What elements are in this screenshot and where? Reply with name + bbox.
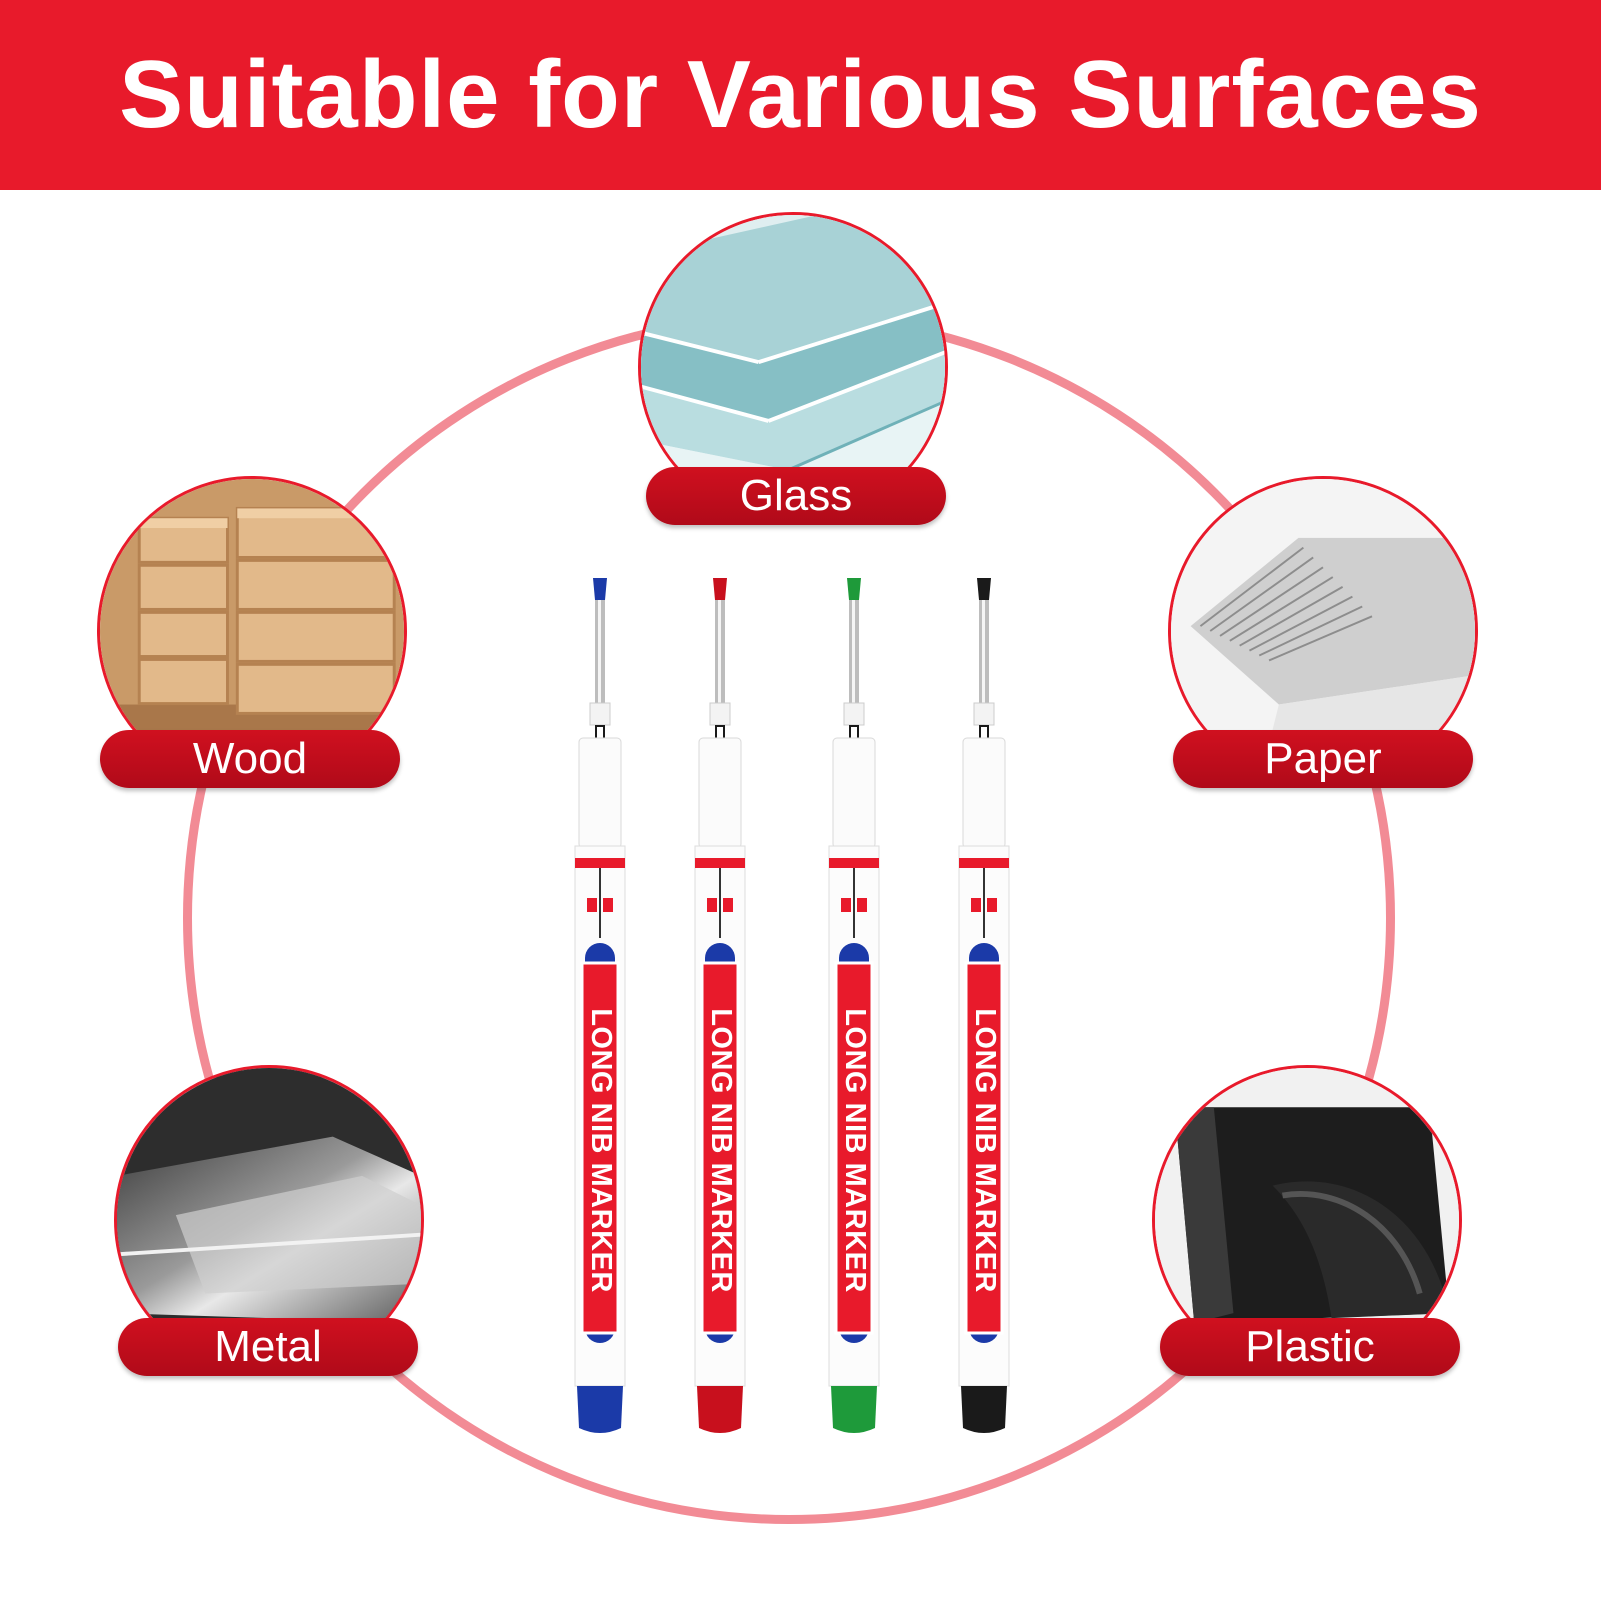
paper-label: Paper xyxy=(1264,734,1382,783)
marker-black-label: LONG NIB MARKER xyxy=(968,1008,1001,1293)
metal-label: Metal xyxy=(214,1322,322,1371)
page-title: Suitable for Various Surfaces xyxy=(119,41,1482,148)
marker-red: LONG NIB MARKER xyxy=(685,578,755,1448)
metal-label-pill: Metal xyxy=(118,1318,418,1376)
plastic-label: Plastic xyxy=(1245,1322,1375,1371)
glass-label-pill: Glass xyxy=(646,467,946,525)
marker-red-label: LONG NIB MARKER xyxy=(704,1008,737,1293)
title-banner: Suitable for Various Surfaces xyxy=(0,0,1601,190)
plastic-label-pill: Plastic xyxy=(1160,1318,1460,1376)
glass-label: Glass xyxy=(739,471,853,520)
marker-black: LONG NIB MARKER xyxy=(949,578,1019,1448)
wood-label-pill: Wood xyxy=(100,730,400,788)
marker-blue-label: LONG NIB MARKER xyxy=(584,1008,617,1293)
wood-label: Wood xyxy=(192,734,308,783)
marker-blue: LONG NIB MARKER xyxy=(565,578,635,1448)
paper-label-pill: Paper xyxy=(1173,730,1473,788)
marker-green: LONG NIB MARKER xyxy=(819,578,889,1448)
marker-green-label: LONG NIB MARKER xyxy=(838,1008,871,1293)
